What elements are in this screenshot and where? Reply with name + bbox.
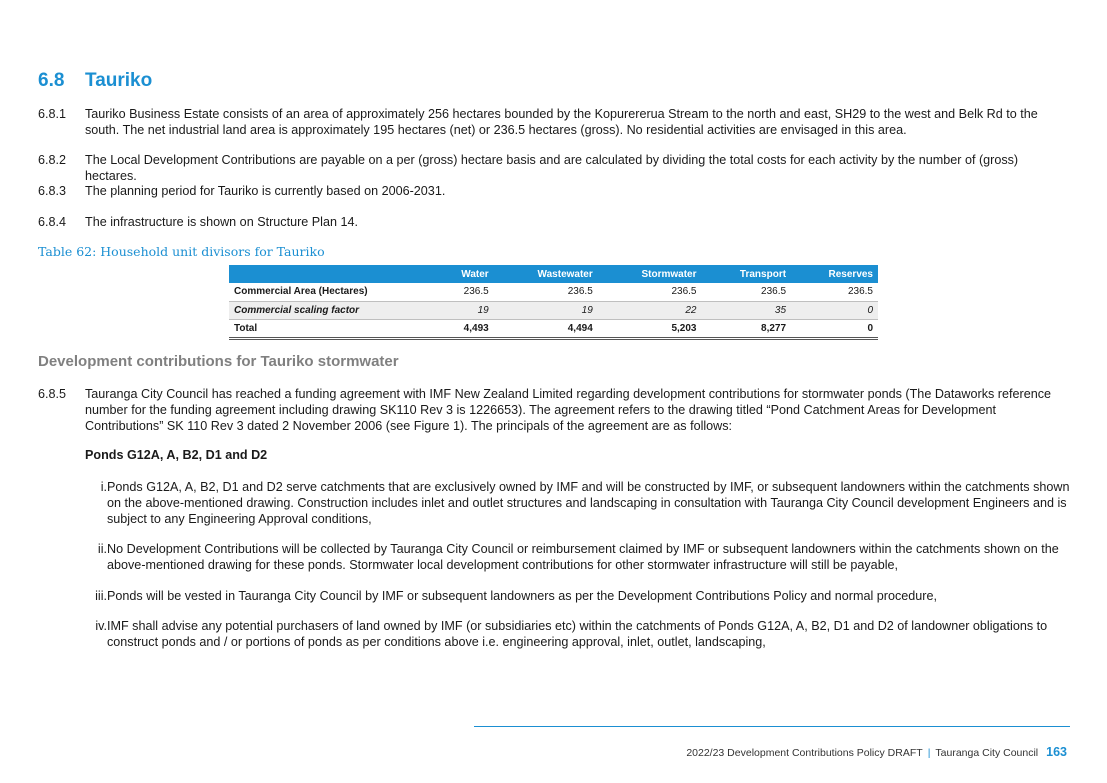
paragraph-6-8-1: 6.8.1 Tauriko Business Estate consists o… [38,106,1073,138]
list-text: No Development Contributions will be col… [107,542,1059,572]
list-item: ii. No Development Contributions will be… [85,541,1070,573]
table-row: Commercial scaling factor 19 19 22 35 0 [229,301,878,320]
paragraph-6-8-3: 6.8.3 The planning period for Tauriko is… [38,183,1073,199]
footer-org: Tauranga City Council [935,747,1039,759]
paragraph-number: 6.8.4 [38,215,67,229]
table-cell: 4,493 [434,319,494,340]
list-item: i. Ponds G12A, A, B2, D1 and D2 serve ca… [85,479,1070,527]
paragraph-6-8-4: 6.8.4 The infrastructure is shown on Str… [38,214,1073,230]
table-cell: 236.5 [493,283,598,302]
list-number: ii. [97,542,107,556]
list-item: iv. IMF shall advise any potential purch… [85,618,1070,650]
list-number: i. [100,480,107,494]
section-title: Tauriko [85,70,153,91]
footer-doc-title: 2022/23 Development Contributions Policy… [686,747,923,759]
table-cell: 5,203 [597,319,702,340]
list-text: Ponds G12A, A, B2, D1 and D2 serve catch… [107,480,1070,526]
ponds-heading: Ponds G12A, A, B2, D1 and D2 [85,448,268,462]
table-cell: Total [229,319,434,340]
list-number: iii. [95,589,107,603]
paragraph-number: 6.8.3 [38,184,67,198]
page-number: 163 [1046,745,1067,759]
paragraph-6-8-5: 6.8.5 Tauranga City Council has reached … [38,386,1073,434]
table-cell: 0 [791,301,878,320]
list-number: iv. [95,619,107,633]
footer-rule [474,726,1070,727]
table-header-cell: Reserves [791,265,878,283]
table-cell: 236.5 [597,283,702,302]
table-cell: Commercial scaling factor [229,301,434,320]
table-cell: 4,494 [493,319,598,340]
table-header-row: Water Wastewater Stormwater Transport Re… [229,265,878,283]
list-text: Ponds will be vested in Tauranga City Co… [107,589,937,603]
table-header-cell: Wastewater [493,265,598,283]
table-header-cell [229,265,434,283]
paragraph-text: The infrastructure is shown on Structure… [85,215,358,229]
table-cell: 0 [791,319,878,340]
list-text: IMF shall advise any potential purchaser… [107,619,1048,649]
table-header-cell: Water [434,265,494,283]
divisors-table: Water Wastewater Stormwater Transport Re… [229,265,878,340]
section-heading: 6.8 Tauriko [38,70,152,92]
paragraph-number: 6.8.5 [38,387,67,401]
paragraph-text: Tauranga City Council has reached a fund… [85,387,1052,433]
paragraph-6-8-2: 6.8.2 The Local Development Contribution… [38,152,1073,184]
table-cell: 236.5 [791,283,878,302]
table-header-cell: Transport [701,265,792,283]
footer-separator: | [927,747,931,759]
table-cell: 19 [434,301,494,320]
paragraph-text: The Local Development Contributions are … [85,153,1019,183]
table-total-row: Total 4,493 4,494 5,203 8,277 0 [229,319,878,340]
table-cell: 22 [597,301,702,320]
paragraph-number: 6.8.1 [38,107,67,121]
table-cell: 236.5 [701,283,792,302]
list-item: iii. Ponds will be vested in Tauranga Ci… [85,588,1070,604]
table-cell: 236.5 [434,283,494,302]
table-cell: 8,277 [701,319,792,340]
paragraph-number: 6.8.2 [38,153,67,167]
table-caption: Table 62: Household unit divisors for Ta… [38,244,325,259]
subheading: Development contributions for Tauriko st… [38,353,399,370]
table-row: Commercial Area (Hectares) 236.5 236.5 2… [229,283,878,302]
section-number: 6.8 [38,70,65,91]
table-header-cell: Stormwater [597,265,702,283]
table-cell: 35 [701,301,792,320]
paragraph-text: The planning period for Tauriko is curre… [85,184,446,198]
table-cell: 19 [493,301,598,320]
footer: 2022/23 Development Contributions Policy… [686,745,1067,759]
paragraph-text: Tauriko Business Estate consists of an a… [85,107,1038,137]
table-cell: Commercial Area (Hectares) [229,283,434,302]
